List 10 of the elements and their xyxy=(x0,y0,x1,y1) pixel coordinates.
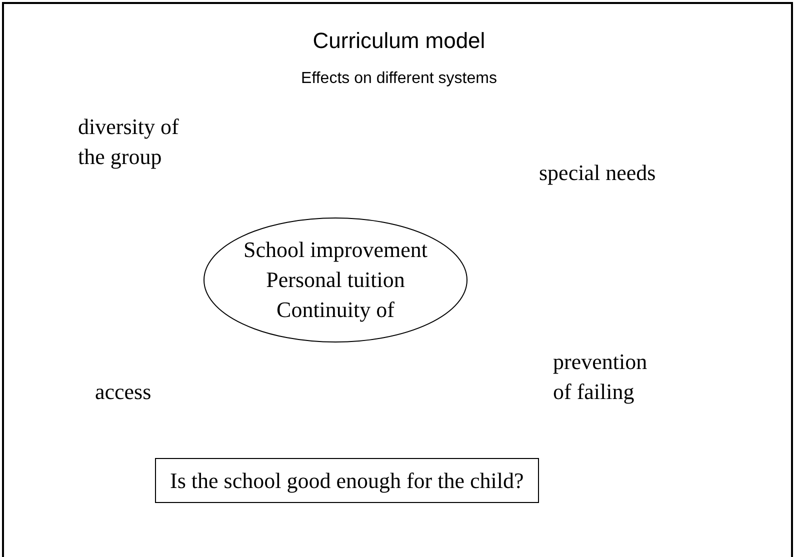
outer-label: special needs xyxy=(539,159,656,187)
ellipse-text: Continuity of xyxy=(276,296,394,324)
outer-label: access xyxy=(95,378,152,406)
ellipse-text: Personal tuition xyxy=(266,266,405,294)
outer-label: prevention of failing xyxy=(553,348,648,406)
question-box: Is the school good enough for the child? xyxy=(155,458,539,503)
title: Curriculum model xyxy=(312,28,486,54)
subtitle: Effects on different systems xyxy=(300,70,498,88)
outer-label: diversity of the group xyxy=(78,113,180,171)
ellipse-text: School improvement xyxy=(244,236,428,264)
